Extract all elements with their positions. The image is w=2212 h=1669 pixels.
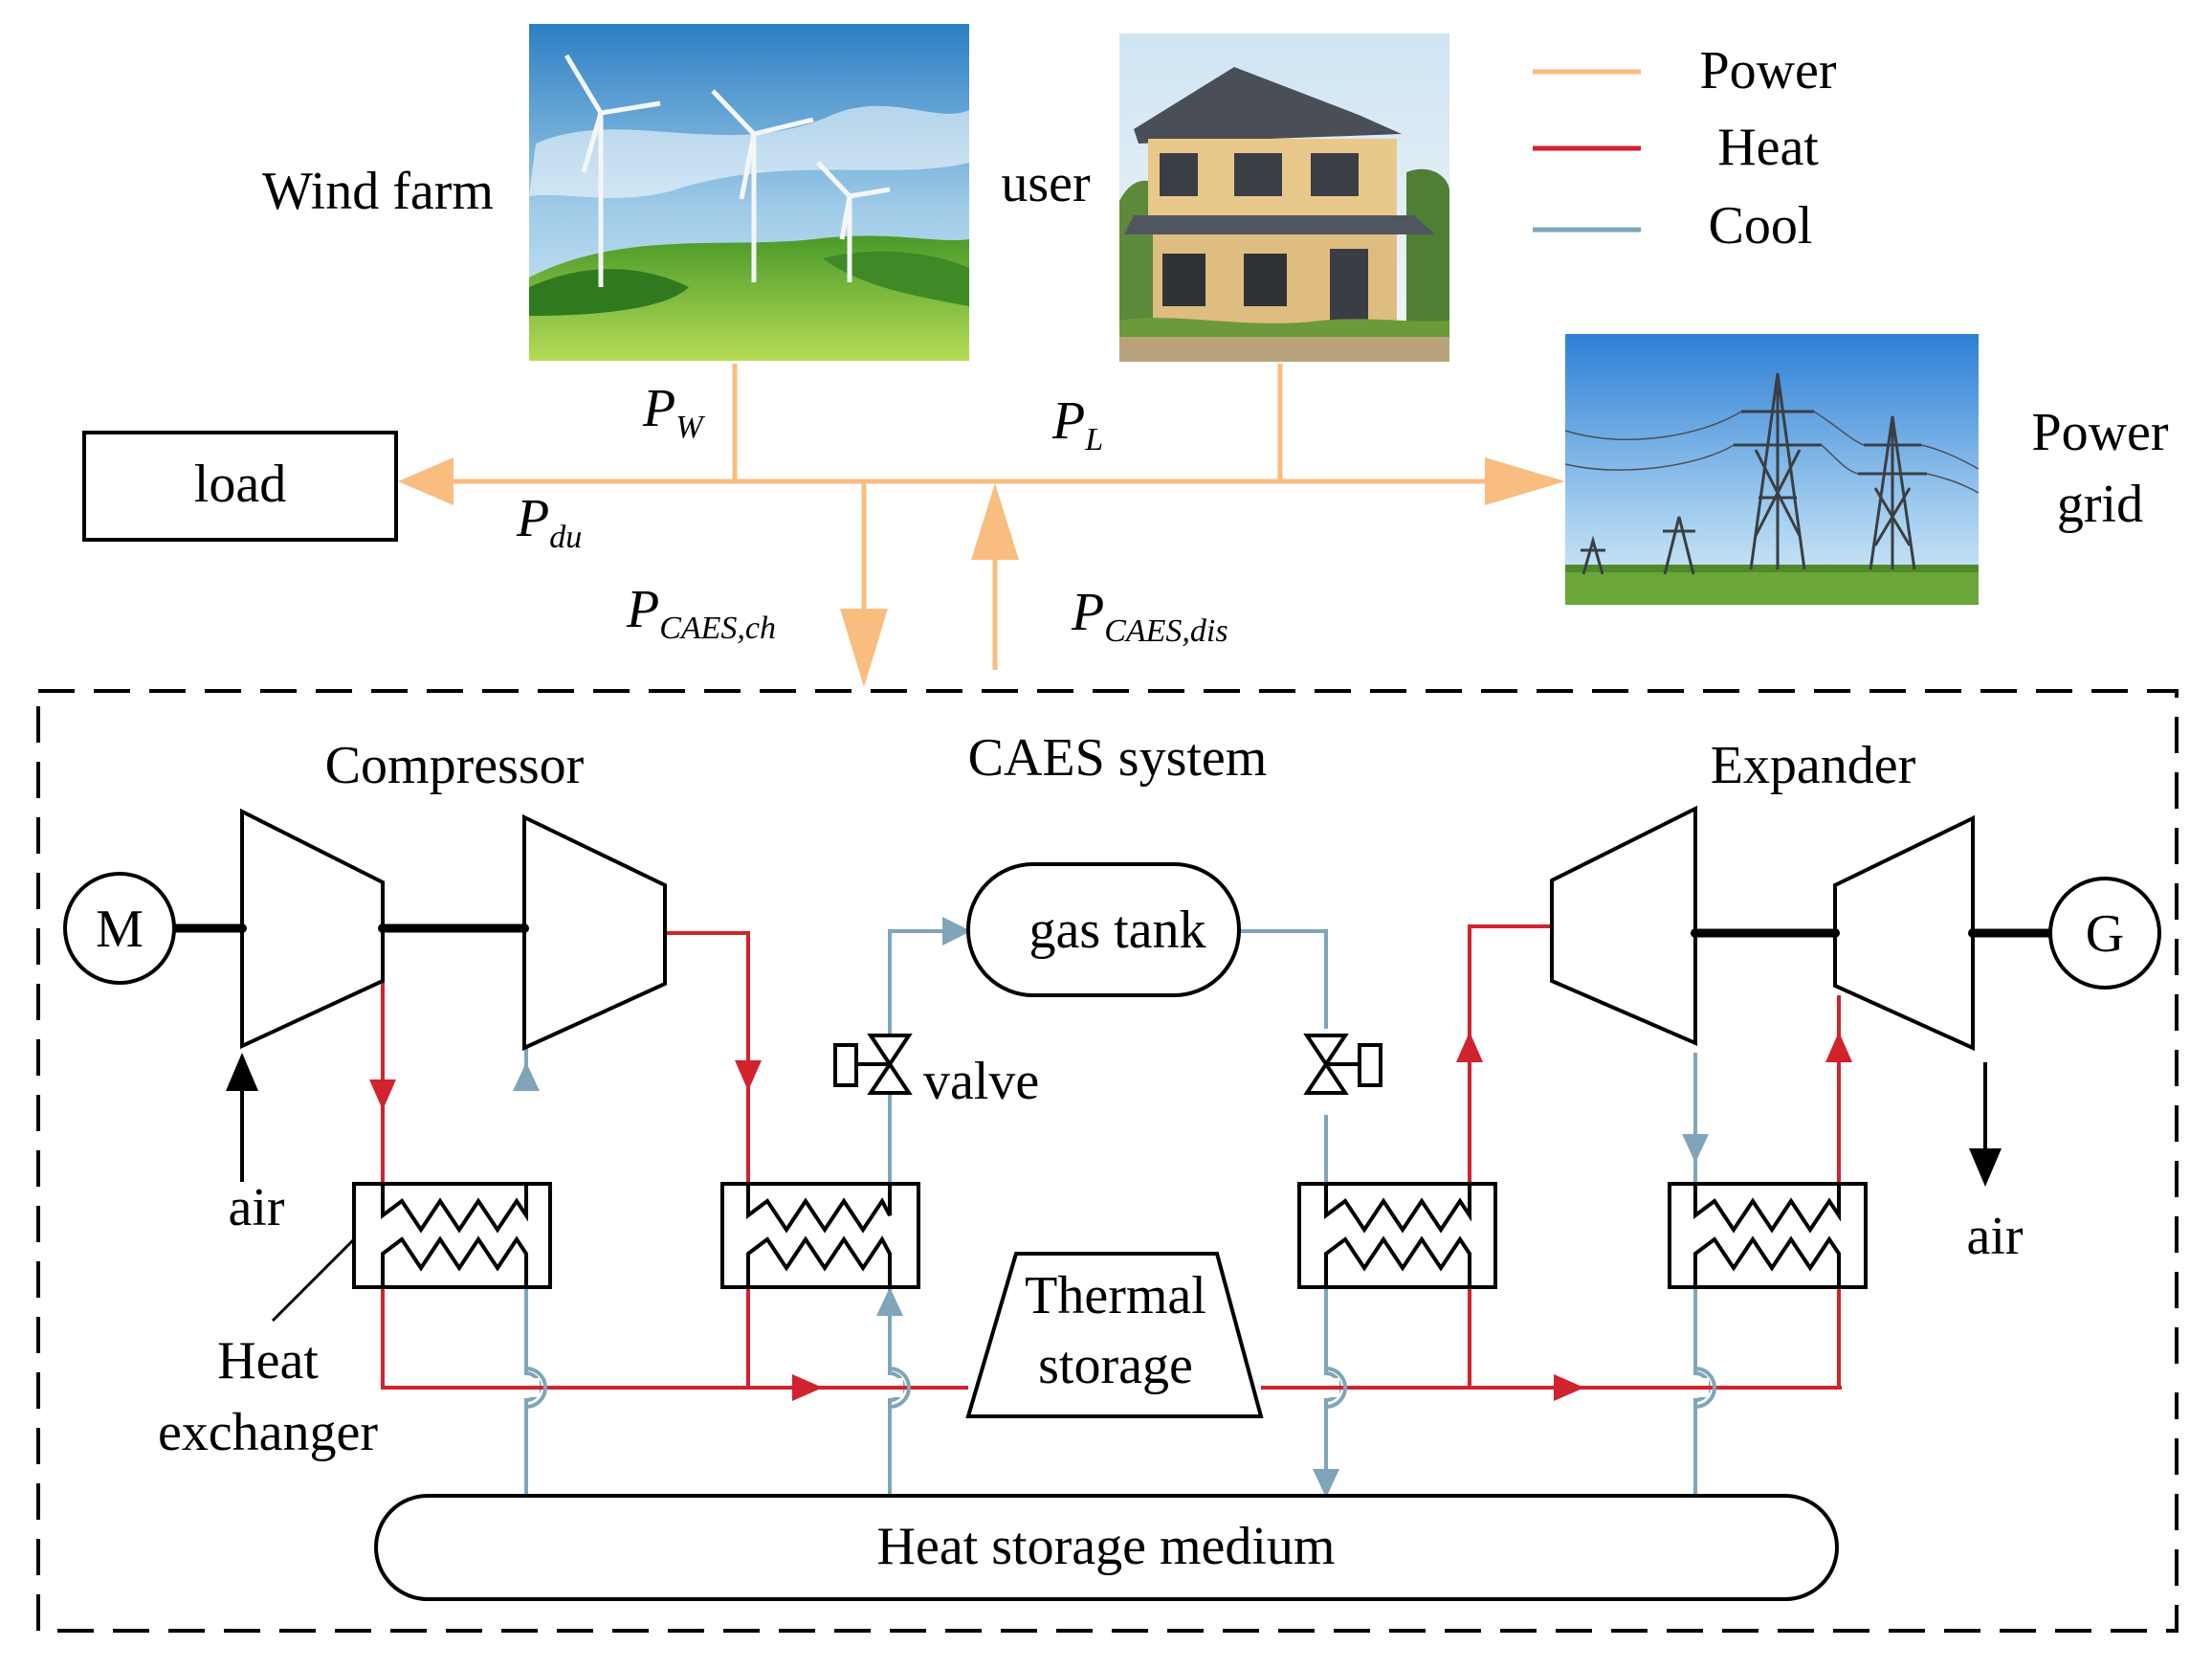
flow-pl-label: PL bbox=[1051, 391, 1103, 457]
shaft-joint bbox=[237, 924, 247, 933]
flow-pcaes-ch-label: PCAES,ch bbox=[626, 580, 776, 646]
heat-exchanger-3 bbox=[1297, 1182, 1497, 1289]
heat-storage-medium bbox=[374, 1494, 1839, 1601]
arrow-to-grid bbox=[1485, 457, 1565, 505]
compressor-stage-2 bbox=[522, 813, 667, 1052]
valve-right bbox=[1303, 1034, 1382, 1095]
house-photo bbox=[1119, 33, 1449, 362]
caes-boundary bbox=[36, 689, 2179, 1633]
shaft-joint bbox=[520, 924, 529, 933]
expander-stage-1 bbox=[1550, 805, 1697, 1047]
heat-exchanger-4 bbox=[1668, 1182, 1868, 1289]
gas-tank bbox=[966, 862, 1241, 997]
air-in-arrow bbox=[226, 1053, 258, 1091]
thermal-storage-label-line1: Thermal bbox=[1025, 1266, 1206, 1325]
shaft-joint bbox=[378, 924, 387, 933]
caes-title: CAES system bbox=[968, 728, 1268, 788]
shaft-joint bbox=[1830, 928, 1840, 938]
arrow-to-load bbox=[398, 457, 453, 505]
generator-label: G bbox=[2086, 904, 2124, 964]
power-grid-label-line1: Power bbox=[2031, 403, 2168, 462]
wind-farm-photo bbox=[529, 24, 969, 361]
transmission-towers-photo bbox=[1564, 334, 1980, 605]
flow-pw-label: PW bbox=[642, 379, 705, 445]
motor-label: M bbox=[96, 900, 144, 959]
generator-symbol bbox=[2048, 877, 2161, 990]
heat-storage-medium-label: Heat storage medium bbox=[877, 1517, 1336, 1576]
heat-arrow-1 bbox=[369, 1079, 396, 1110]
arrow-caes-charge bbox=[840, 609, 888, 687]
shafts bbox=[172, 924, 2052, 938]
expander-stage-2 bbox=[1833, 814, 1975, 1052]
gas-tank-label: gas tank bbox=[1029, 901, 1206, 960]
expander-label: Expander bbox=[1711, 736, 1916, 795]
heat-exchanger-label-line1: Heat bbox=[217, 1331, 319, 1391]
cool-arrow-2 bbox=[876, 1287, 903, 1316]
flow-pcaes-dis-label: PCAES,dis bbox=[1071, 583, 1228, 649]
legend-power-label: Power bbox=[1699, 41, 1836, 100]
cool-arrow-3 bbox=[1313, 1469, 1339, 1498]
arrow-caes-discharge bbox=[971, 483, 1019, 560]
air-out-label: air bbox=[1966, 1207, 2023, 1266]
wind-farm-label: Wind farm bbox=[262, 162, 494, 221]
shaft-joint bbox=[1968, 928, 1978, 938]
heat-exchanger-2 bbox=[720, 1182, 920, 1289]
valve-left bbox=[833, 1034, 913, 1095]
heat-exchanger-1 bbox=[352, 1182, 552, 1289]
compressor-label: Compressor bbox=[325, 736, 585, 795]
heat-exchanger-label-line2: exchanger bbox=[158, 1403, 378, 1462]
cool-arrow-1 bbox=[513, 1062, 540, 1091]
air-in-label: air bbox=[228, 1178, 284, 1237]
heat-arrow-6 bbox=[1825, 1032, 1852, 1062]
motor-symbol bbox=[63, 872, 176, 985]
cool-arrow-4 bbox=[1682, 1134, 1709, 1163]
heat-arrow-2 bbox=[735, 1060, 762, 1091]
legend: Power Heat Cool bbox=[1533, 41, 1837, 256]
power-bus bbox=[440, 364, 1493, 670]
mask bbox=[1842, 1383, 2212, 1392]
legend-cool-label: Cool bbox=[1709, 196, 1813, 256]
load-label: load bbox=[194, 455, 286, 514]
load-box bbox=[82, 431, 398, 542]
thermal-storage-label-line2: storage bbox=[1038, 1336, 1193, 1395]
shaft-joint bbox=[1691, 928, 1700, 938]
cool-arrow-tank-in bbox=[942, 917, 971, 946]
heat-arrow-4 bbox=[1554, 1374, 1584, 1401]
user-label: user bbox=[1001, 154, 1091, 213]
compressor-stage-1 bbox=[240, 808, 385, 1050]
heat-exchanger-leader bbox=[271, 1237, 356, 1323]
heat-arrow-5 bbox=[1456, 1032, 1483, 1062]
legend-heat-label: Heat bbox=[1717, 118, 1819, 177]
thermal-storage bbox=[965, 1252, 1264, 1418]
cool-hops bbox=[525, 1367, 1716, 1409]
power-grid-label-line2: grid bbox=[2057, 475, 2143, 534]
air-out-arrow bbox=[1969, 1148, 2002, 1187]
flow-pdu-label: Pdu bbox=[516, 489, 582, 555]
heat-arrow-3 bbox=[792, 1374, 823, 1401]
valve-label: valve bbox=[923, 1052, 1039, 1111]
